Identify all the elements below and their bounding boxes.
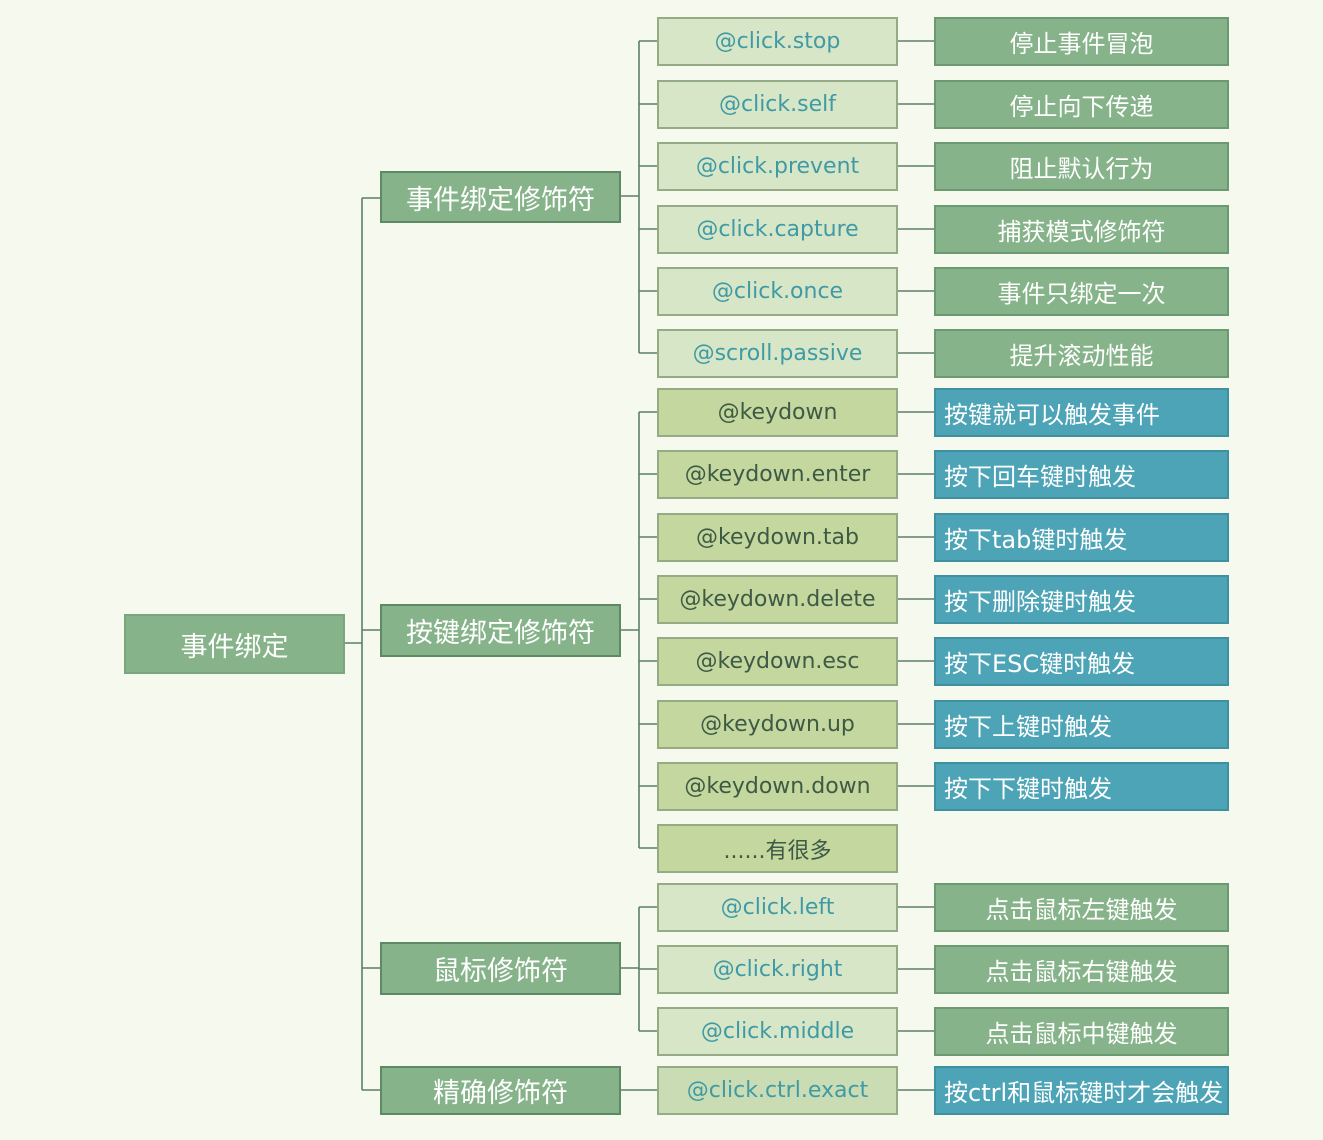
description-node: 阻止默认行为: [934, 142, 1229, 191]
modifier-node: @click.once: [657, 267, 898, 316]
modifier-node: @click.middle: [657, 1007, 898, 1056]
description-node: 按下回车键时触发: [934, 450, 1229, 499]
modifier-node: @click.ctrl.exact: [657, 1066, 898, 1115]
description-node: 停止事件冒泡: [934, 17, 1229, 66]
modifier-node: @click.self: [657, 80, 898, 129]
description-node: 按键就可以触发事件: [934, 388, 1229, 437]
modifier-node: @keydown.esc: [657, 637, 898, 686]
category-key-modifiers: 按键绑定修饰符: [380, 604, 621, 657]
description-node: 按下上键时触发: [934, 700, 1229, 749]
category-mouse-modifiers: 鼠标修饰符: [380, 942, 621, 995]
modifier-node: @click.stop: [657, 17, 898, 66]
description-node: 按ctrl和鼠标键时才会触发: [934, 1066, 1229, 1115]
connector-mouse: [621, 906, 657, 1032]
description-node: 按下下键时触发: [934, 762, 1229, 811]
description-node: 事件只绑定一次: [934, 267, 1229, 316]
modifier-node: @click.prevent: [657, 142, 898, 191]
root-node: 事件绑定: [124, 614, 345, 674]
description-node: 按下ESC键时触发: [934, 637, 1229, 686]
modifier-node: @scroll.passive: [657, 329, 898, 378]
modifier-node: @keydown.enter: [657, 450, 898, 499]
modifier-node: @keydown.tab: [657, 513, 898, 562]
modifier-node: @click.right: [657, 945, 898, 994]
connector-event: [621, 40, 657, 354]
description-node: 停止向下传递: [934, 80, 1229, 129]
modifier-node: @keydown.delete: [657, 575, 898, 624]
modifier-node: @click.left: [657, 883, 898, 932]
connector-desc: [898, 40, 934, 1091]
description-node: 按下删除键时触发: [934, 575, 1229, 624]
description-node: 捕获模式修饰符: [934, 205, 1229, 254]
modifier-node-more: ......有很多: [657, 824, 898, 873]
description-node: 点击鼠标中键触发: [934, 1007, 1229, 1056]
description-node: 按下tab键时触发: [934, 513, 1229, 562]
modifier-node: @keydown.down: [657, 762, 898, 811]
modifier-node: @click.capture: [657, 205, 898, 254]
connector-root: [345, 197, 380, 1091]
modifier-node: @keydown: [657, 388, 898, 437]
description-node: 提升滚动性能: [934, 329, 1229, 378]
category-exact-modifiers: 精确修饰符: [380, 1066, 621, 1115]
description-node: 点击鼠标右键触发: [934, 945, 1229, 994]
connector-key: [621, 411, 657, 849]
category-event-modifiers: 事件绑定修饰符: [380, 171, 621, 223]
description-node: 点击鼠标左键触发: [934, 883, 1229, 932]
modifier-node: @keydown.up: [657, 700, 898, 749]
